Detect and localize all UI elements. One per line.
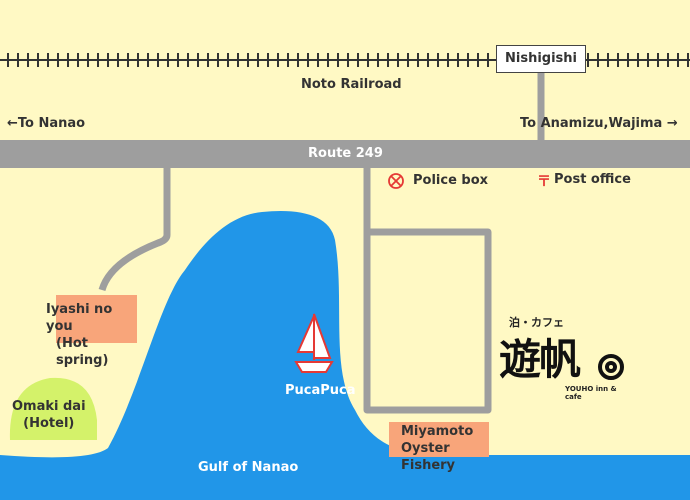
road-label: Route 249 — [308, 146, 383, 161]
direction-west: ←To Nanao — [7, 116, 86, 131]
sailboat-icon — [294, 313, 334, 373]
oyster-fishery-name: Miyamoto — [401, 424, 474, 439]
direction-east: To Anamizu,Wajima → — [520, 116, 678, 131]
hot-spring-name: Iyashi no you — [46, 302, 113, 334]
logo-main-text: 遊帆 — [499, 335, 581, 384]
oyster-fishery-box[interactable]: Miyamoto Oyster Fishery — [389, 422, 489, 473]
youho-logo[interactable]: 泊・カフェ 遊帆 YOUHO inn & cafe — [495, 314, 630, 401]
logo-swirl-icon — [598, 354, 624, 380]
hotel-name: Omaki dai — [12, 399, 86, 414]
post-office-label[interactable]: Post office — [554, 172, 631, 187]
side-roads — [98, 168, 492, 414]
railroad — [0, 53, 690, 67]
route-249-road — [0, 140, 690, 168]
oyster-fishery-type: Oyster Fishery — [401, 441, 456, 473]
police-box-label[interactable]: Police box — [413, 173, 489, 188]
logo-sub-text: YOUHO inn & cafe — [565, 385, 617, 401]
railroad-label: Noto Railroad — [301, 77, 402, 92]
police-box-icon — [388, 173, 404, 189]
hot-spring-box[interactable]: Iyashi no you (Hot spring) — [46, 295, 137, 368]
hot-spring-type: (Hot spring) — [56, 336, 109, 368]
hotel-label[interactable]: Omaki dai (Hotel) — [12, 398, 86, 432]
sea-label: Gulf of Nanao — [198, 460, 299, 475]
gulf-water — [0, 210, 690, 500]
logo-top-text: 泊・カフェ — [509, 316, 564, 329]
hotel-hill — [9, 377, 98, 440]
station-nishigishi[interactable]: Nishigishi — [496, 45, 586, 73]
hotel-type: (Hotel) — [23, 416, 75, 431]
post-office-icon: 〒 — [537, 174, 551, 190]
boat-label[interactable]: PucaPuca — [285, 383, 356, 398]
